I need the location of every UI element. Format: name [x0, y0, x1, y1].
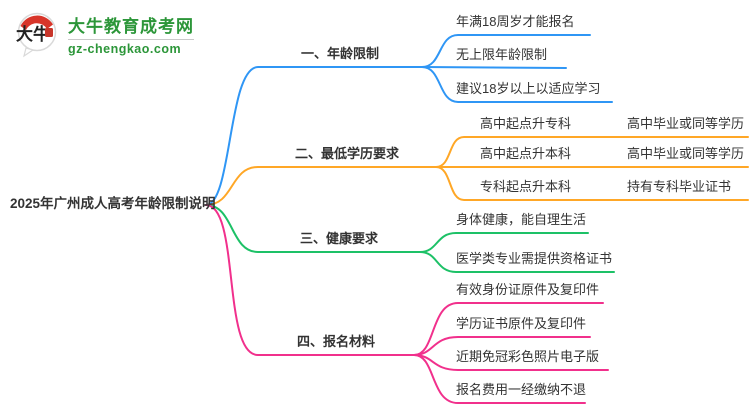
- branch-health[interactable]: 三、健康要求: [299, 231, 378, 246]
- leaf-hs-to-college[interactable]: 高中起点升专科: [480, 116, 572, 131]
- leaf-id-card[interactable]: 有效身份证原件及复印件: [456, 282, 600, 297]
- leaf-edu-cert[interactable]: 学历证书原件及复印件: [456, 316, 587, 331]
- leaf-health-selfcare[interactable]: 身体健康，能自理生活: [456, 212, 587, 227]
- site-logo[interactable]: 大牛 大牛教育成考网 gz-chengkao.com: [14, 10, 194, 58]
- leaf-age-advice[interactable]: 建议18岁以上以适应学习: [456, 81, 601, 96]
- branch2-lines: [205, 136, 749, 206]
- leaf-medical-cert[interactable]: 医学类专业需提供资格证书: [456, 251, 613, 266]
- leaf-college-to-bach[interactable]: 专科起点升本科: [480, 179, 572, 194]
- daniu-logo-icon: 大牛: [16, 12, 57, 58]
- branch-materials[interactable]: 四、报名材料: [296, 334, 375, 349]
- subleaf-hs-diploma1[interactable]: 高中毕业或同等学历: [627, 116, 745, 131]
- site-domain: gz-chengkao.com: [68, 39, 194, 56]
- branch4-lines: [205, 204, 609, 404]
- leaf-photo[interactable]: 近期免冠彩色照片电子版: [456, 349, 600, 364]
- site-name: 大牛教育成考网: [68, 17, 194, 36]
- subleaf-college-cert[interactable]: 持有专科毕业证书: [627, 179, 732, 194]
- leaf-hs-to-bachelor[interactable]: 高中起点升本科: [480, 146, 572, 161]
- branch-age-limit[interactable]: 一、年龄限制: [300, 46, 379, 61]
- svg-text:大牛: 大牛: [16, 24, 50, 45]
- subleaf-hs-diploma2[interactable]: 高中毕业或同等学历: [627, 146, 745, 161]
- branch-min-education[interactable]: 二、最低学历要求: [294, 146, 399, 161]
- branch3-lines: [205, 204, 615, 273]
- root-topic[interactable]: 2025年广州成人高考年龄限制说明: [10, 196, 216, 211]
- leaf-fee[interactable]: 报名费用一经缴纳不退: [456, 382, 587, 397]
- leaf-age-nomax[interactable]: 无上限年龄限制: [456, 47, 548, 62]
- leaf-age-min[interactable]: 年满18周岁才能报名: [456, 14, 575, 29]
- branch1-lines: [205, 34, 613, 206]
